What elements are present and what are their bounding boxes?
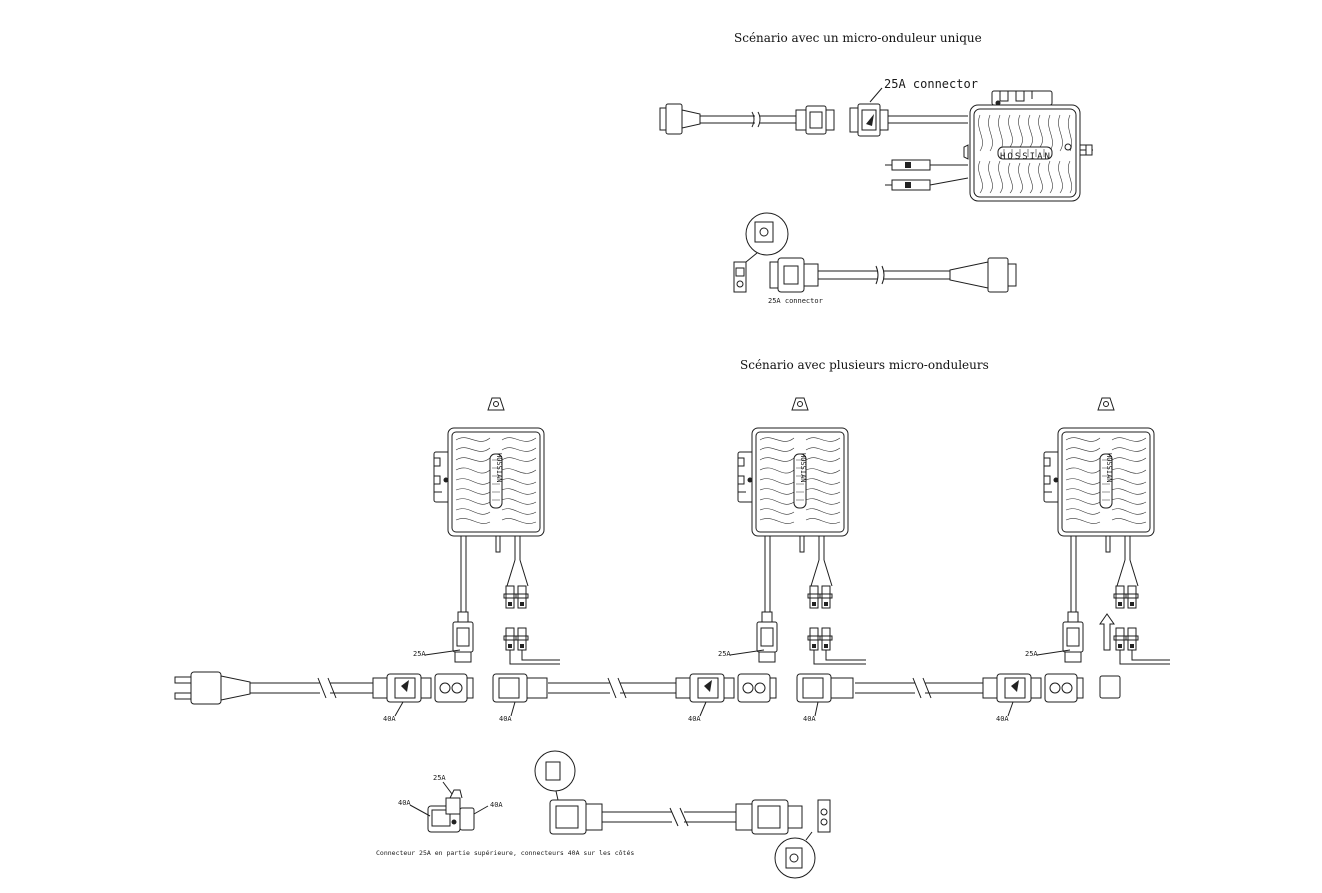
inverter-logo-2: HOSSIAN: [799, 453, 807, 483]
title-single-inverter: Scénario avec un micro-onduleur unique: [734, 31, 982, 45]
single-scenario-bottom-row: 25A connector: [733, 212, 1017, 305]
trunk-cable: [174, 671, 1121, 705]
inverter-logo-3: HOSSIAN: [1105, 453, 1113, 483]
label-40a-2a: 40A: [688, 715, 701, 723]
detail-label-25a: 25A: [433, 774, 446, 782]
detail-t-connector: 40A 25A 40A Connecteur 25A en partie sup…: [376, 774, 634, 857]
label-40a-3: 40A: [996, 715, 1009, 723]
label-25a-2: 25A: [718, 650, 731, 658]
detail-extension-cable: [534, 750, 831, 879]
label-25a-1: 25A: [413, 650, 426, 658]
label-40a-1a: 40A: [383, 715, 396, 723]
inverter-logo-1: HOSSIAN: [495, 453, 503, 483]
inverter-logo-top: HOSSIAN: [1000, 152, 1052, 162]
inverter-unit-1: HOSSIAN 25A 40A 40A: [372, 397, 560, 723]
label-25a-connector-main: 25A connector: [884, 77, 978, 91]
inverter-unit-3: HOSSIAN 25A 40A: [982, 397, 1170, 723]
detail-label-40a-right: 40A: [490, 801, 503, 809]
label-25a-3: 25A: [1025, 650, 1038, 658]
single-scenario-top-row: 25A connector HOSSIAN: [659, 77, 1093, 202]
title-multi-inverter: Scénario avec plusieurs micro-onduleurs: [740, 358, 989, 372]
label-25a-connector-small: 25A connector: [768, 297, 823, 305]
label-40a-1b: 40A: [499, 715, 512, 723]
label-40a-2b: 40A: [803, 715, 816, 723]
detail-caption: Connecteur 25A en partie supérieure, con…: [376, 849, 634, 857]
inverter-unit-2: HOSSIAN 25A 40A 40A: [675, 397, 866, 723]
detail-label-40a-left: 40A: [398, 799, 411, 807]
